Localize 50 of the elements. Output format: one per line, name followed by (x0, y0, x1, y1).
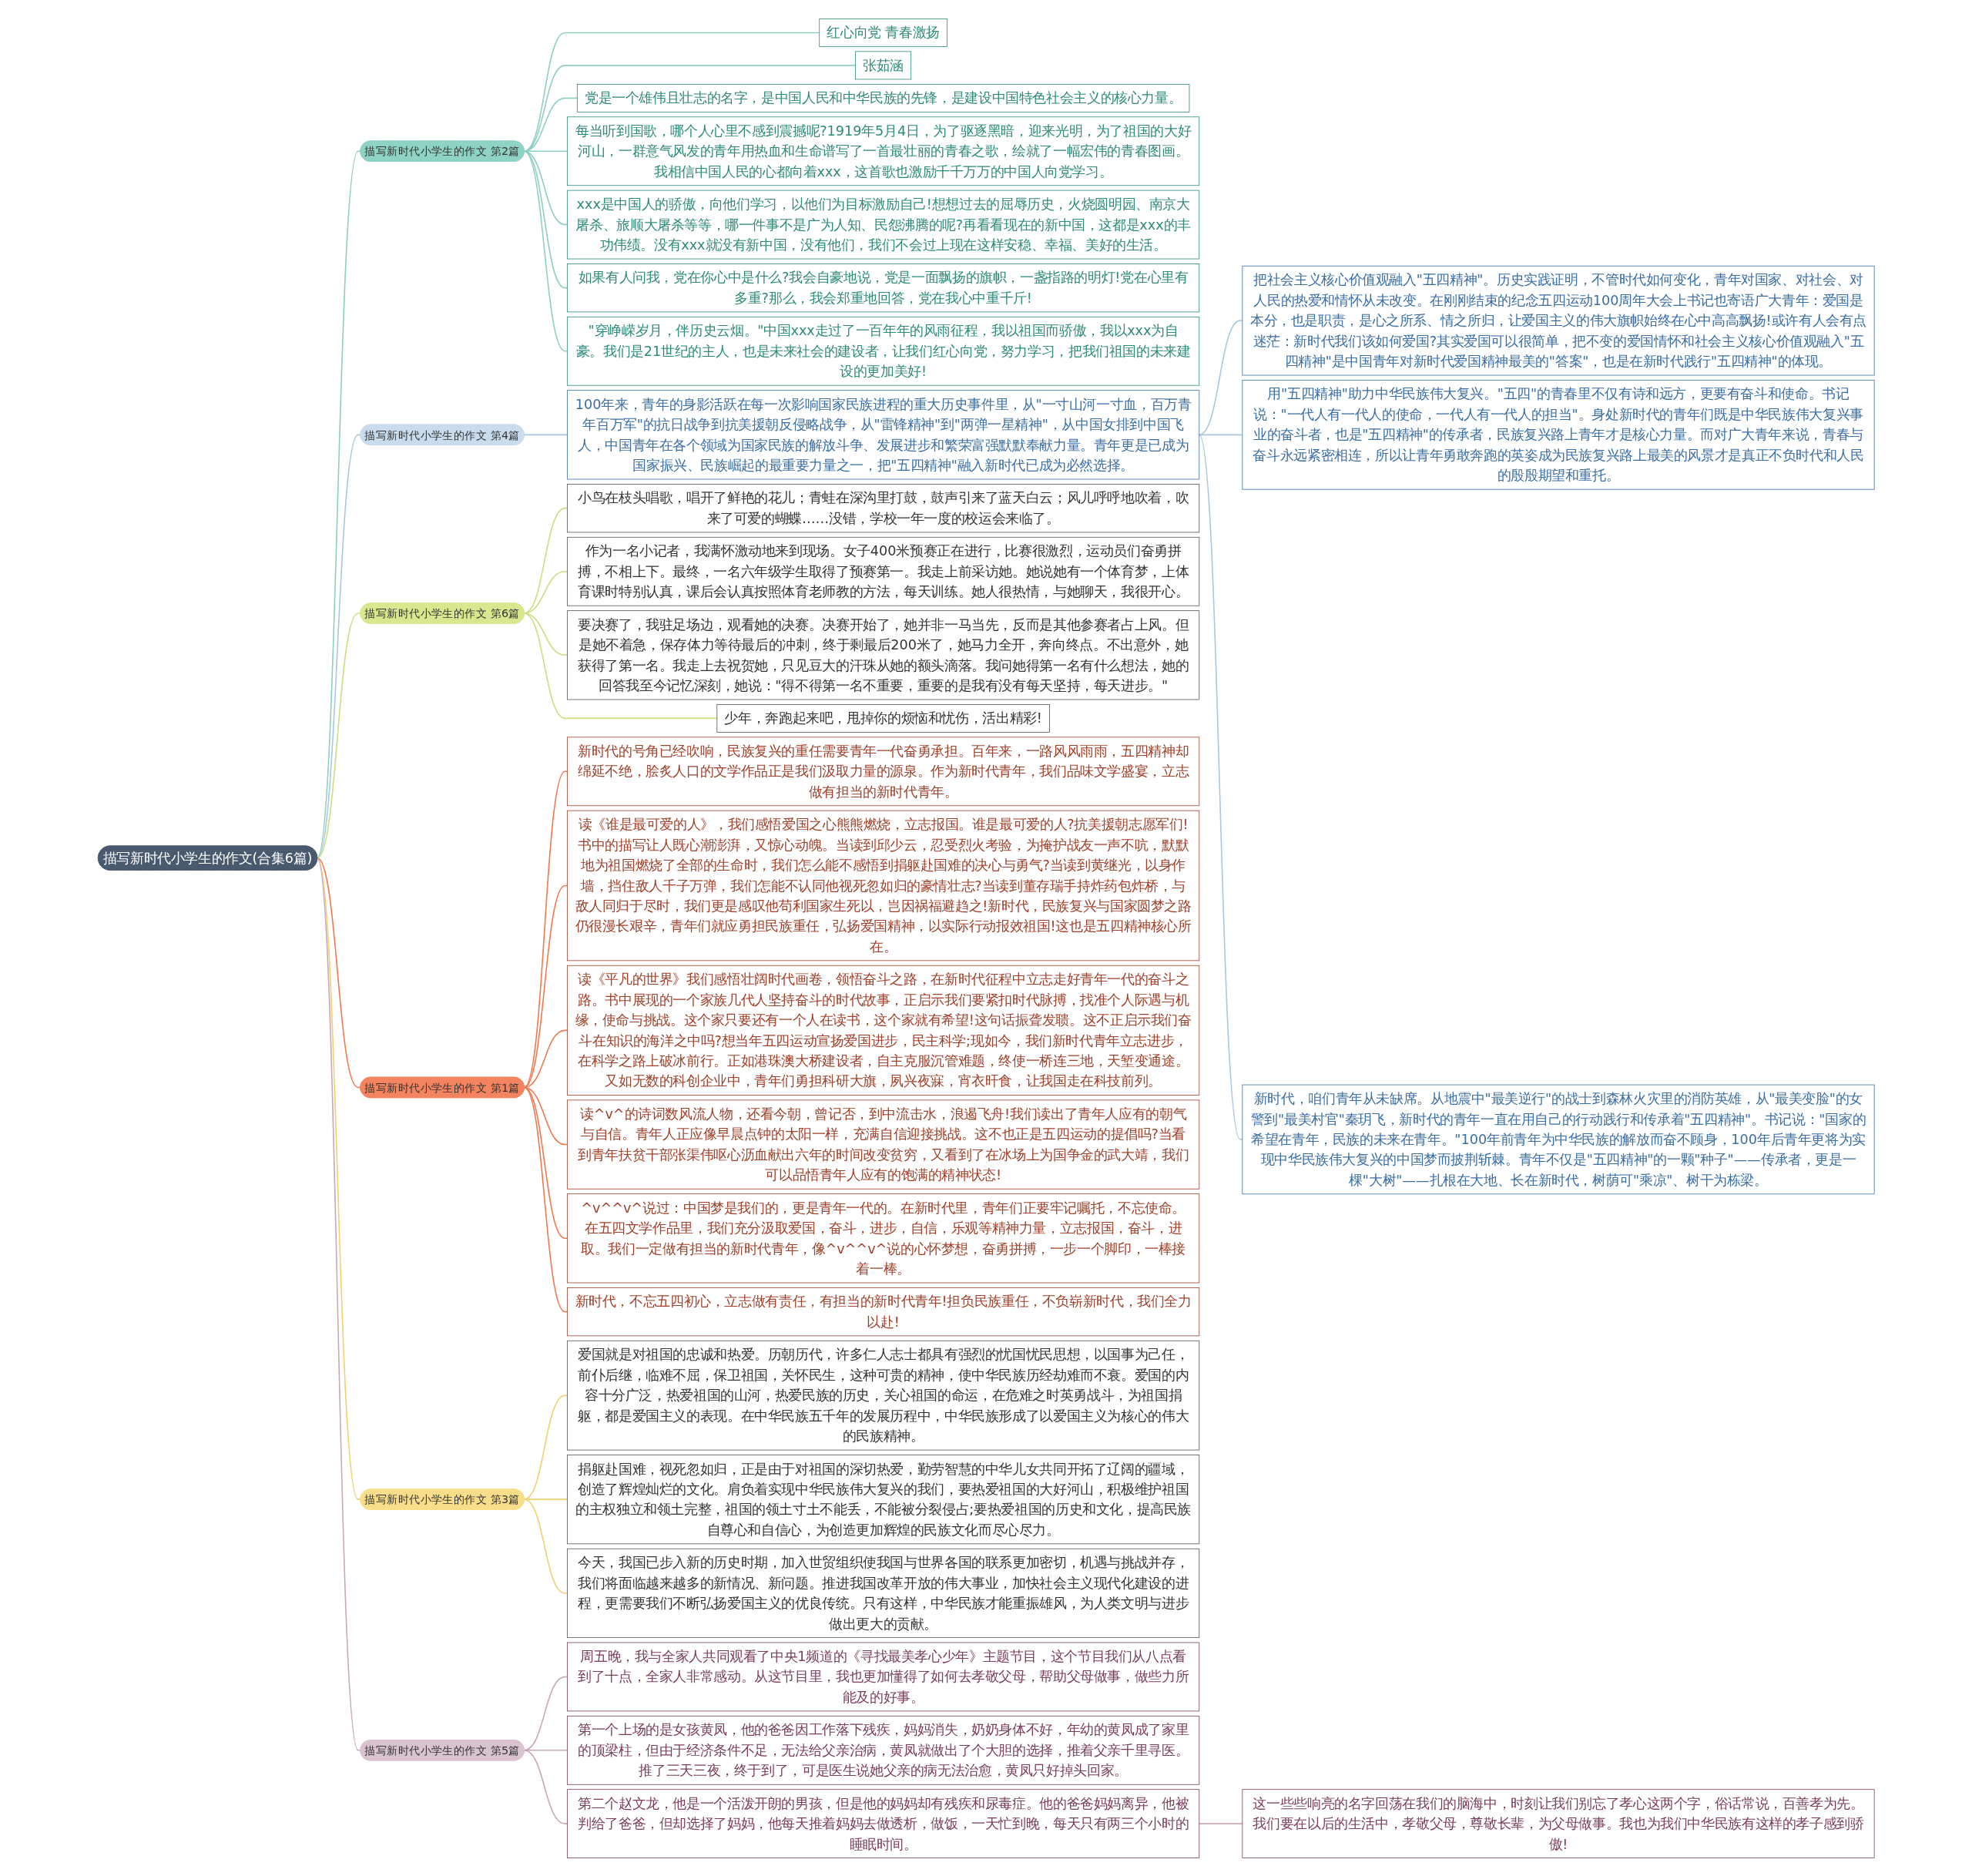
node-box: 用"五四精神"助力中华民族伟大复兴。"五四"的青春里不仅有诗和远方，更要有奋斗和使命。书记说："一代人有一代人的使命，一代人有一代人的担当"。身处新时代的青年们既是中华民族伟大复兴事业的奋斗者，也是"五四精神"的传承者，民族复兴路上青年才是核心力量。而对广大青年来说，青春与奋斗永远紧密相连，所以让青年勇敢奔跑的英姿成为民族复兴路上最美的风景才是真正不负时代和人民的殷殷期望和重托。 (1242, 379, 1875, 490)
connector (523, 612, 718, 719)
node-box: 这一些些响亮的名字回荡在我们的脑海中，时刻让我们别忘了孝心这两个字，俗话常说，百善孝为先。我们要在以后的生活中，孝敬父母，尊敬长辈，为父母做事。我也为我们中华民族有这样的孝子感到骄傲! (1242, 1788, 1875, 1858)
node-box: 捐躯赴国难，视死忽如归，正是由于对祖国的深切热爱，勤劳智慧的中华儿女共同开拓了辽阔的疆域，创造了辉煌灿烂的文化。肩负着实现中华民族伟大复兴的我们，要热爱祖国的大好河山，积极维护祖国的主权独立和领土完整，祖国的领土寸土不能丢，不能被分裂侵占;要热爱祖国的历史和文化，提高民族自尊心和自信心，为创造更加辉煌的民族文化而尽心尽力。 (566, 1454, 1199, 1544)
connector (523, 1498, 568, 1594)
connector (523, 770, 568, 1088)
node-box: 作为一名小记者，我满怀激动地来到现场。女子400米预赛正在进行，比赛很激烈，运动员们奋勇拼搏，不相上下。最终，一名六年级学生取得了预赛第一。我走上前采访她。她说她有一个体育梦，上体育课时特别认真，课后会认真按照体育老师教的方法，每天训练。她人很热情，与她聊天，我很开心。 (566, 536, 1199, 606)
connector (523, 1086, 568, 1312)
connector (523, 434, 568, 435)
node-box: 第二个赵文龙，他是一个活泼开朗的男孩，但是他的妈妈却有残疾和尿毒症。他的爸爸妈妈离异，他被判给了爸爸，但却选择了妈妈，他每天推着妈妈去做透析，做饭，一天忙到晚，每天只有两三个小时的睡眠时间。 (566, 1788, 1199, 1858)
node-box: 张茹涵 (854, 50, 911, 79)
node-box: ^v^^v^说过：中国梦是我们的，更是青年一代的。在新时代里，青年们正要牢记嘱托，不忘使命。在五四文学作品里，我们充分汲取爱国，奋斗，进步，自信，乐观等精神力量，立志报国，奋斗，进取。我们一定做有担当的新时代青年，像^v^^v^说的心怀梦想，奋勇拼搏，一步一个脚印，一棒接着一棒。 (566, 1193, 1199, 1283)
node-box: 爱国就是对祖国的忠诚和热爱。历朝历代，许多仁人志士都具有强烈的忧国忧民思想，以国事为己任，前仆后继，临难不屈，保卫祖国，关怀民生，这种可贵的精神，使中华民族历经劫难而不衰。爱国的内容十分广泛，热爱祖国的山河，热爱民族的历史，关心祖国的命运，在危难之时英勇战斗，为祖国捐躯，都是爱国主义的表现。在中华民族五千年的发展历程中，中华民族形成了以爱国主义为核心的伟大的民族精神。 (566, 1340, 1199, 1450)
node-box: 每当听到国歌，哪个人心里不感到震撼呢?1919年5月4日，为了驱逐黑暗，迎来光明，为了祖国的大好河山，一群意气风发的青年用热血和生命谱写了一首最壮丽的青春之歌，绘就了一幅宏伟的青春图画。我相信中国人民的心都向着xxx，这首歌也激励千千万万的中国人向党学习。 (566, 116, 1199, 186)
node-box: 小鸟在枝头唱歌，唱开了鲜艳的花儿；青蛙在深沟里打鼓，鼓声引来了蓝天白云；风儿呼呼地吹着，吹来了可爱的蝴蝶……没错，学校一年一度的校运会来临了。 (566, 483, 1199, 532)
connector (523, 149, 568, 288)
node-box: 读《谁是最可爱的人》，我们感悟爱国之心熊熊燃烧，立志报国。谁是最可爱的人?抗美援朝志愿军们!书中的描写让人既心潮澎湃，又惊心动魄。当读到邱少云，忍受烈火考验，为掩护战友一声不吭，默默地为祖国燃烧了全部的生命时，我们怎么能不感悟到捐躯赴国难的决心与勇气?当读到黄继光，以身作墙，挡住敌人千子万弹，我们怎能不认同他视死忽如归的豪情壮志?当读到董存瑞手持炸药包炸桥，与敌人同归于尽时，我们更是感叹他苟利国家生死以，岂因祸福避趋之!新时代，民族复兴与国家圆梦之路仍很漫长艰辛，青年们就应勇担民族重任，弘扬爱国精神，以实际行动报效祖国!这也是五四精神核心所在。 (566, 810, 1199, 961)
node-box: 读^v^的诗词数风流人物，还看今朝，曾记否，到中流击水，浪遏飞舟!我们读出了青年人应有的朝气与自信。青年人正应像早晨点钟的太阳一样，充满自信迎接挑战。这不也正是五四运动的提倡吗?当看到青年扶贫干部张渠伟呕心沥血献出六年的时间改变贫穷，又看到了在冰场上为国争金的武大靖，我们可以品悟青年人应有的饱满的精神状态! (566, 1099, 1199, 1190)
connector (1198, 434, 1243, 1140)
node-box: xxx是中国人的骄傲，向他们学习，以他们为目标激励自己!想想过去的屈辱历史，火烧圆明园、南京大屠杀、旅顺大屠杀等等，哪一件事不是广为人知、民怨沸腾的呢?再看看现在的新中国，这都是xxx的丰功伟绩。没有xxx就没有新中国，没有他们，我们不会过上现在这样安稳、幸福、美好的生活。 (566, 190, 1199, 259)
node-box: "穿峥嵘岁月，伴历史云烟。"中国xxx走过了一百年年的风雨征程，我以祖国而骄傲，我以xxx为自豪。我们是21世纪的主人，也是未来社会的建设者，让我们红心向党，努力学习，把我们祖国的未来建设的更加美好! (566, 316, 1199, 386)
connector (523, 149, 568, 352)
connector (316, 857, 361, 1500)
node-box: 把社会主义核心价值观融入"五四精神"。历史实践证明，不管时代如何变化，青年对国家、对社会、对人民的热爱和情怀从未改变。在刚刚结束的纪念五四运动100周年大会上书记也寄语广大青年：爱国是本分，也是职责，是心之所系、情之所归，让爱国主义的伟大旗帜始终在心中高高飘扬!或许有人会有点迷茫：新时代我们该如何爱国?其实爱国可以很简单，把不变的爱国情怀和社会主义核心价值观融入"五四精神"是中国青年对新时代爱国精神最美的"答案"，也是在新时代践行"五四精神"的体现。 (1242, 265, 1875, 375)
node-box: 要决赛了，我驻足场边，观看她的决赛。决赛开始了，她并非一马当先，反而是其他参赛者占上风。但是她不着急，保存体力等待最后的冲刺，终于剩最后200米了，她马力全开，奔向终点。不出意外，她获得了第一名。我走上去祝贺她，只见豆大的汗珠从她的额头滴落。我问她得第一名有什么想法，她的回答我至今记忆深刻，她说："得不得第一名不重要，重要的是我有没有每天坚持，每天进步。" (566, 609, 1199, 700)
connector (523, 1749, 568, 1824)
connector (1198, 434, 1243, 435)
connector (523, 884, 568, 1088)
connector (316, 149, 361, 858)
connector (1198, 1822, 1243, 1824)
connector (316, 434, 361, 858)
node-box: 100年来，青年的身影活跃在每一次影响国家民族进程的重大历史事件里，从"一寸山河一寸血，百万青年百万军"的抗日战争到抗美援朝反侵略战争，从"雷锋精神"到"两弹一星精神"，从中国女排到中国飞人，中国青年在各个领域为国家民族的解放斗争、发展进步和繁荣富强默默奉献力量。青年更是已成为国家振兴、民族崛起的最重要力量之一，把"五四精神"融入新时代已成为必然选择。 (566, 389, 1199, 479)
connector (523, 149, 568, 225)
connector (316, 857, 361, 1751)
node-box: 第一个上场的是女孩黄凤，他的爸爸因工作落下残疾，妈妈消失，奶奶身体不好，年幼的黄凤成了家里的顶梁柱，但由于经济条件不足，无法给父亲治病，黄凤就做出了个大胆的选择，推着父亲千里寻医。推了三天三夜，终于到了，可是医生说她父亲的病无法治愈，黄凤只好掉头回家。 (566, 1715, 1199, 1785)
connector (523, 32, 820, 152)
connector (523, 1394, 568, 1500)
node-box: 党是一个雄伟且壮志的名字，是中国人民和中华民族的先锋，是建设中国特色社会主义的核心力量。 (576, 83, 1190, 112)
node-box: 新时代的号角已经吹响，民族复兴的重任需要青年一代奋勇承担。百年来，一路风风雨雨，五四精神却绵延不绝，脍炙人口的文学作品正是我们汲取力量的源泉。作为新时代青年，我们品味文学盛宴，立志做有担当的新时代青年。 (566, 736, 1199, 806)
node-box: 少年，奔跑起来吧，甩掉你的烦恼和忧伤，活出精彩! (716, 703, 1050, 733)
connector (316, 612, 361, 858)
connector (1198, 319, 1243, 435)
node-box: 如果有人问我，党在你心中是什么?我会自豪地说，党是一面飘扬的旗帜，一盏指路的明灯!党在心里有多重?那么，我会郑重地回答，党在我心中重千斤! (566, 263, 1199, 312)
node-box: 今天，我国已步入新的历史时期，加入世贸组织使我国与世界各国的联系更加密切，机遇与挑战并存，我们将面临越来越多的新情况、新问题。推进我国改革开放的伟大事业，加快社会主义现代化建设的进程，更需要我们不断弘扬爱国主义的优良传统。只有这样，中华民族才能重振雄风，为人类文明与进步做出更大的贡献。 (566, 1548, 1199, 1638)
connector (316, 857, 361, 1088)
node-box: 读《平凡的世界》我们感悟壮阔时代画卷，领悟奋斗之路，在新时代征程中立志走好青年一代的奋斗之路。书中展现的一个家族几代人坚持奋斗的时代故事，正启示我们要紧扣时代脉搏，找准个人际遇与机缘，使命与挑战。这个家只要还有一个人在读书，这个家就有希望!这句话振聋发聩。这不正启示我们奋斗在知识的海洋之中吗?想当年五四运动宣扬爱国进步，民主科学;现如今，我们新时代青年立志进步，在科学之路上破冰前行。正如港珠澳大桥建设者，自主克服沉管难题，终使一桥连三地，天堑变通途。又如无数的科创企业中，青年们勇担科研大旗，夙兴夜寐，宵衣旰食，让我国走在科技前列。 (566, 965, 1199, 1096)
node-box: 新时代，咱们青年从未缺席。从地震中"最美逆行"的战士到森林火灾里的消防英雄，从"最美变脸"的女警到"最美村官"秦玥飞，新时代的青年一直在用自己的行动践行和传承着"五四精神"。书记说："国家的希望在青年，民族的未来在青年。"100年前青年为中华民族的解放而奋不顾身，100年后青年更将为实现中华民族伟大复兴的中国梦而披荆斩棘。青年不仅是"五四精神"的一颗"种子"——传承者，更是一棵"大树"——扎根在大地、长在新时代，树荫可"乘凉"、树干为栋梁。 (1242, 1084, 1875, 1194)
node-box: 新时代，不忘五四初心，立志做有责任，有担当的新时代青年!担负民族重任，不负崭新时代，我们全力以赴! (566, 1287, 1199, 1336)
node-box: 周五晚，我与全家人共同观看了中央1频道的《寻找最美孝心少年》主题节目，这个节目我们从八点看到了十点，全家人非常感动。从这节目里，我也更加懂得了如何去孝敬父母，帮助父母做事，做些力所能及的好事。 (566, 1642, 1199, 1711)
node-box: 红心向党 青春激扬 (819, 18, 947, 47)
